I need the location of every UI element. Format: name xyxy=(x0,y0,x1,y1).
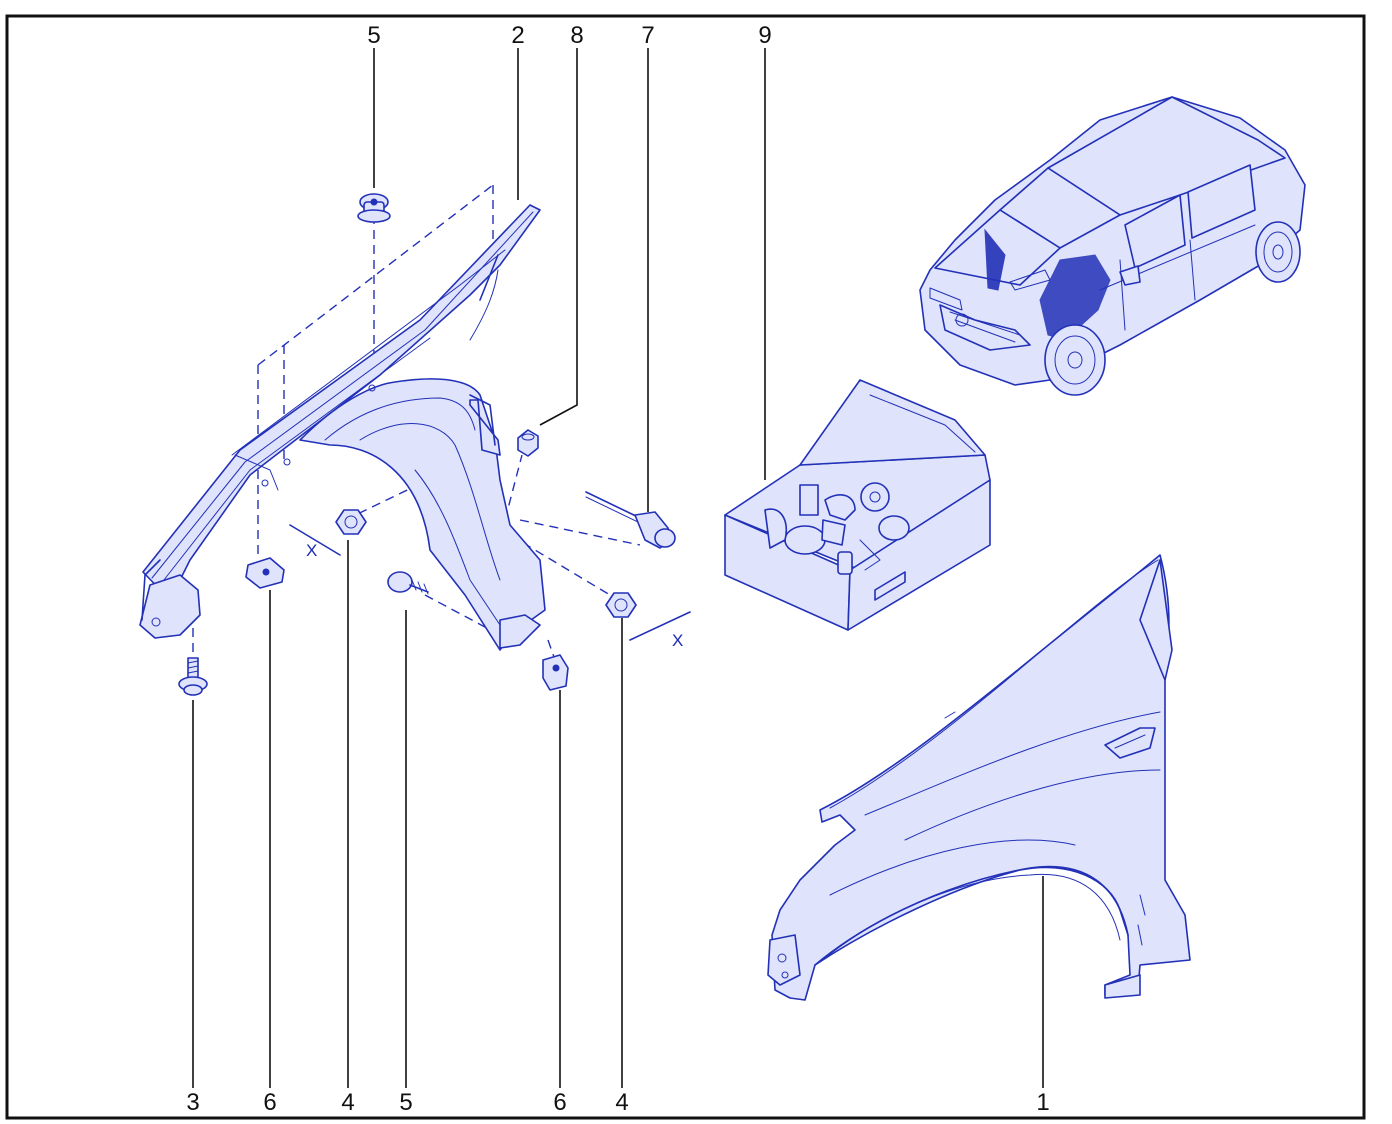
car-reference-illustration xyxy=(919,96,1306,396)
nut-8 xyxy=(517,429,539,457)
hex-nut-left: X xyxy=(289,509,367,560)
bolt-7 xyxy=(585,491,676,549)
hardware-kit-box xyxy=(724,379,991,631)
inner-fender-liner xyxy=(139,204,546,651)
callout-9: 9 xyxy=(758,22,771,49)
callout-5-top: 5 xyxy=(367,22,380,49)
screw-bottom xyxy=(387,571,429,595)
hex-nut-right: X xyxy=(605,592,691,650)
callout-4-left: 4 xyxy=(341,1089,354,1116)
callout-8: 8 xyxy=(570,22,583,49)
callout-6-left: 6 xyxy=(263,1089,276,1116)
front-fender xyxy=(767,554,1191,1001)
callout-1: 1 xyxy=(1036,1089,1049,1116)
callout-2: 2 xyxy=(511,22,524,49)
callout-5-bottom: 5 xyxy=(399,1089,412,1116)
clip-nut-right xyxy=(542,654,569,691)
callout-6-right: 6 xyxy=(553,1089,566,1116)
dimension-x-right: X xyxy=(672,631,683,650)
diagram-border xyxy=(5,14,1366,1120)
callout-numbers: 5 2 8 7 9 3 6 4 5 6 4 1 xyxy=(186,22,1049,1116)
screw-3 xyxy=(178,657,208,696)
callout-leaders xyxy=(192,48,1044,1088)
callout-7: 7 xyxy=(641,22,654,49)
dimension-x-left: X xyxy=(306,541,317,560)
callout-4-right: 4 xyxy=(615,1089,628,1116)
clip-top xyxy=(357,193,391,223)
clip-nut-left xyxy=(245,557,285,589)
callout-3: 3 xyxy=(186,1089,199,1116)
